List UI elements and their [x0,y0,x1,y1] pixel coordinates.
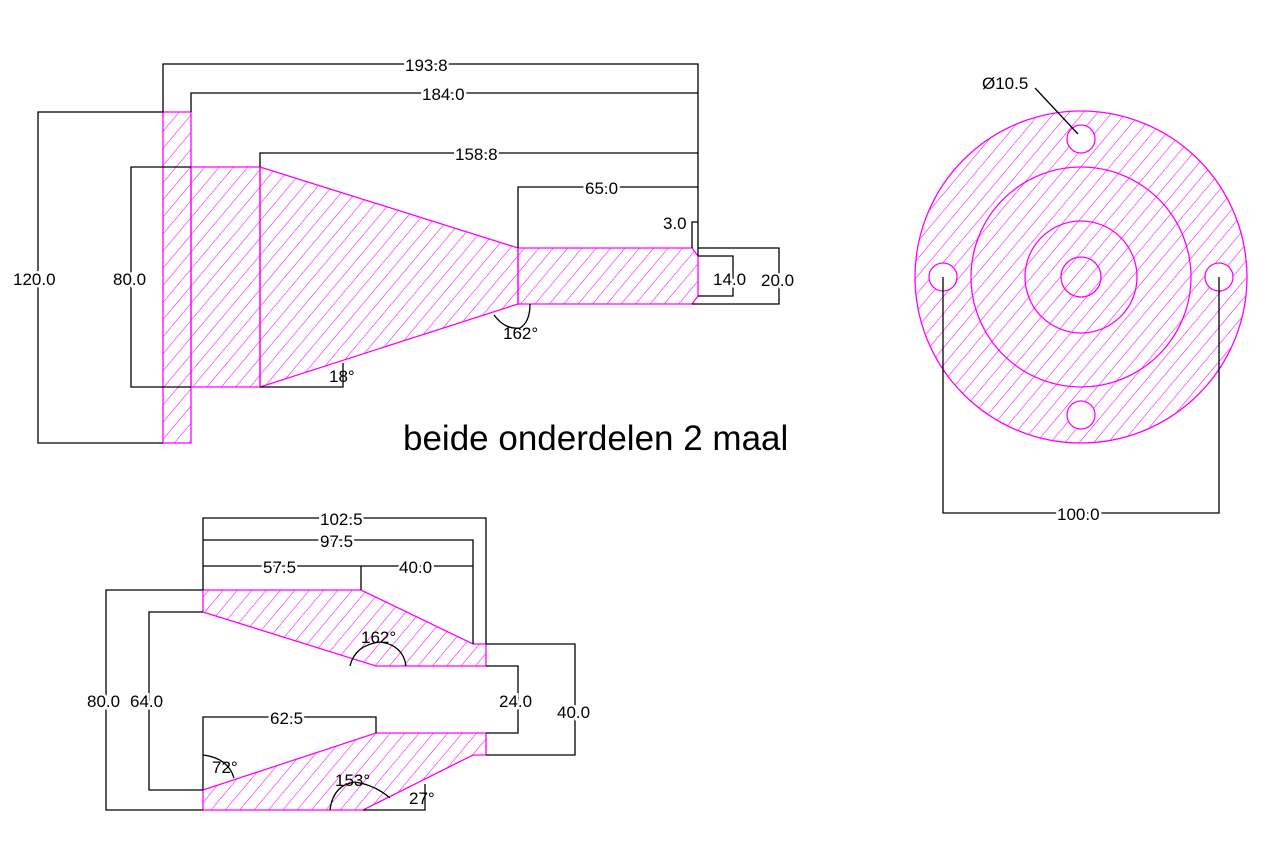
angle-162: 162° [503,324,538,343]
side-dimension-lines [37,63,780,444]
cone-section [259,166,519,388]
dim-193-8: 193.8 [405,56,448,75]
flange-disk [914,110,1248,444]
dim-40-0-top: 40.0 [399,558,432,577]
dim-57-5: 57.5 [263,558,296,577]
lower-section [202,732,487,811]
drawing-note: beide onderdelen 2 maal [403,419,788,458]
angle-18: 18° [329,367,355,386]
angle-27: 27° [409,789,435,808]
front-dimension-lines [942,87,1220,514]
dim-100-0: 100.0 [1057,505,1100,524]
dim-80-0: 80.0 [113,270,146,289]
center-circle [1060,256,1102,298]
dim-24-0: 24.0 [499,692,532,711]
bush-view: 102.5 97.5 57.5 40.0 80.0 64.0 24.0 40.0… [85,508,593,811]
shaft-section [517,247,699,305]
upper-section [202,589,487,667]
body-section [190,166,261,388]
dim-62-5: 62.5 [270,709,303,728]
side-view: 193.8 184.0 158.8 65.0 3.0 120.0 80.0 14… [11,54,797,444]
dim-102-5: 102.5 [320,510,363,529]
dim-65-0: 65.0 [585,179,618,198]
dim-64-0: 64.0 [130,692,163,711]
dim-97-5: 97.5 [320,532,353,551]
dim-40-0: 40.0 [557,703,590,722]
bore-circle [1024,220,1138,334]
dim-14-0: 14.0 [713,270,746,289]
flange-section [162,111,192,444]
angle-153: 153° [335,771,370,790]
dim-184-0: 184.0 [422,85,465,104]
bush-dimension-lines [105,517,576,811]
hole-diameter: Ø10.5 [982,74,1028,93]
angle-72: 72° [212,758,238,777]
angle-162: 162° [361,628,396,647]
dim-3-0: 3.0 [663,214,687,233]
dim-120-0: 120.0 [13,270,56,289]
front-view: Ø10.5 100.0 [914,74,1248,527]
dim-158-8: 158.8 [455,145,498,164]
hub-circle [970,166,1192,388]
dim-80-0: 80.0 [87,692,120,711]
dim-20-0: 20.0 [761,271,794,290]
